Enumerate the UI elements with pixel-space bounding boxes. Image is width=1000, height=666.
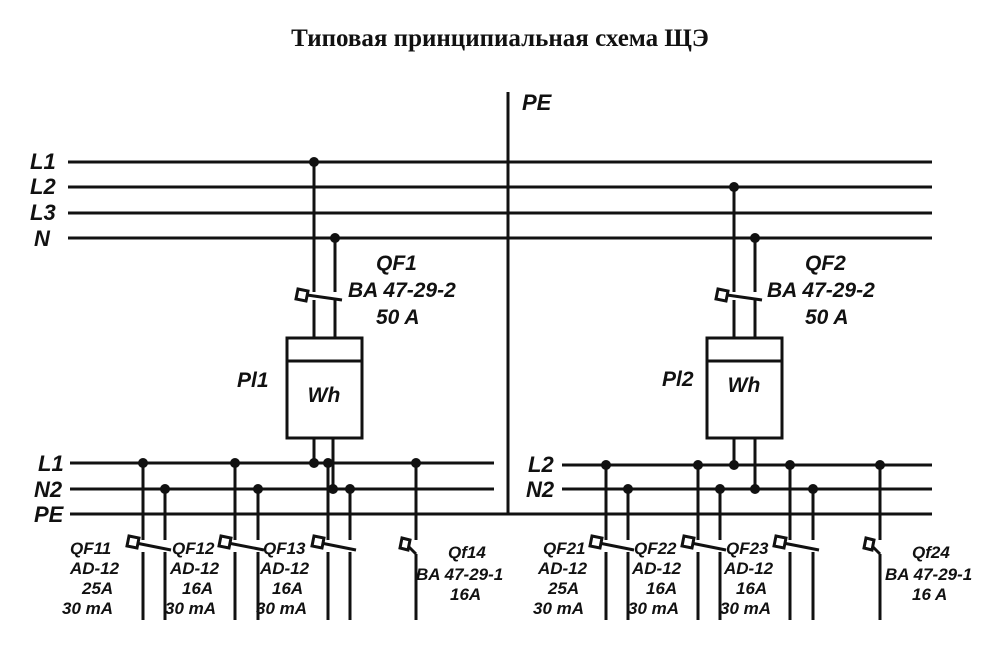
lower-right-buses: L2 N2 xyxy=(526,452,932,502)
branch-qf13-leak: 30 mA xyxy=(256,599,307,618)
branch-qf21-symbol-handle xyxy=(588,534,604,550)
main-pe-conductor: PE xyxy=(506,90,553,514)
branch-qf14-type: BA 47-29-1 xyxy=(416,565,503,584)
breaker-qf2-label: QF2 xyxy=(805,252,846,275)
branch-qf23-symbol-handle xyxy=(772,534,788,550)
branch-qf11-symbol-handle xyxy=(125,534,141,550)
branch-qf22-symbol-handle xyxy=(680,534,696,550)
branch-qf23-leak: 30 mA xyxy=(720,599,771,618)
top-bus-label-l2: L2 xyxy=(30,174,56,199)
branch-qf24-symbol-handle xyxy=(862,536,876,552)
branch-qf12-symbol-handle xyxy=(217,534,233,550)
branch-qf24-type: BA 47-29-1 xyxy=(885,565,972,584)
breaker-qf1-label: QF1 xyxy=(376,252,417,275)
branch-qf12-rating: 16A xyxy=(182,579,213,598)
breaker-qf1-type: BA 47-29-2 xyxy=(348,279,456,302)
meter-section-1: QF1 BA 47-29-2 50 A Wh Pl1 xyxy=(237,157,456,489)
branch-qf24-rating: 16 A xyxy=(912,585,947,604)
branch-qf14-id: Qf14 xyxy=(448,543,486,562)
right-bus-label-l2: L2 xyxy=(528,452,554,477)
right-bus-label-n2: N2 xyxy=(526,477,555,502)
branch-qf23-rating: 16A xyxy=(736,579,767,598)
breaker-qf1-rating: 50 A xyxy=(376,306,420,329)
breaker-qf2-type: BA 47-29-2 xyxy=(767,279,875,302)
branch-qf13-type: AD-12 xyxy=(259,559,310,578)
breaker-qf2-rating: 50 A xyxy=(805,306,849,329)
branch-breakers xyxy=(125,458,885,620)
branch-qf11-leak: 30 mA xyxy=(62,599,113,618)
branch-qf12-type: AD-12 xyxy=(169,559,220,578)
meter-pl1-label: Pl1 xyxy=(237,369,269,392)
branch-qf12-leak: 30 mA xyxy=(165,599,216,618)
meter-section-2: QF2 BA 47-29-2 50 A Wh Pl2 xyxy=(662,182,875,489)
branch-qf23-id: QF23 xyxy=(726,539,769,558)
breaker-qf2-symbol xyxy=(714,287,763,338)
branch-qf21-type: AD-12 xyxy=(537,559,588,578)
top-bus-label-n: N xyxy=(34,226,51,251)
left-bus-label-l1: L1 xyxy=(38,451,64,476)
branch-qf13-id: QF13 xyxy=(263,539,306,558)
diagram-title: Типовая принципиальная схема ЩЭ xyxy=(291,25,709,52)
meter-pl2-wh: Wh xyxy=(728,374,761,397)
top-bus-label-l1: L1 xyxy=(30,149,56,174)
branch-qf14-symbol-handle xyxy=(398,536,412,552)
meter-pl1-wh: Wh xyxy=(308,384,341,407)
branch-qf12-id: QF12 xyxy=(172,539,215,558)
branch-qf13-symbol-handle xyxy=(310,534,326,550)
branch-qf22-leak: 30 mA xyxy=(628,599,679,618)
branch-qf11-rating: 25A xyxy=(81,579,113,598)
branch-qf22-type: AD-12 xyxy=(631,559,682,578)
branch-qf13-rating: 16A xyxy=(272,579,303,598)
branch-qf22-rating: 16A xyxy=(646,579,677,598)
branch-qf21-leak: 30 mA xyxy=(533,599,584,618)
branch-qf21-id: QF21 xyxy=(543,539,586,558)
top-buses: L1 L2 L3 N xyxy=(30,149,932,251)
branch-qf14-rating: 16A xyxy=(450,585,481,604)
top-bus-label-l3: L3 xyxy=(30,200,56,225)
breaker-qf1-symbol xyxy=(294,287,343,338)
branch-qf23-type: AD-12 xyxy=(723,559,774,578)
meter-pl2-box: Wh xyxy=(705,336,784,440)
branch-qf11-type: AD-12 xyxy=(69,559,120,578)
meter-pl2-label: Pl2 xyxy=(662,368,694,391)
main-pe-label: PE xyxy=(522,90,553,115)
meter-pl1-box: Wh xyxy=(285,336,364,440)
left-bus-label-n2: N2 xyxy=(34,477,63,502)
branch-labels: QF11 AD-12 25A 30 mA QF12 AD-12 16A 30 m… xyxy=(62,539,972,618)
branch-qf11-id: QF11 xyxy=(70,539,111,558)
branch-qf22-id: QF22 xyxy=(634,539,677,558)
branch-qf24-id: Qf24 xyxy=(912,543,950,562)
left-bus-label-pe: PE xyxy=(34,502,65,527)
branch-qf21-rating: 25A xyxy=(547,579,579,598)
